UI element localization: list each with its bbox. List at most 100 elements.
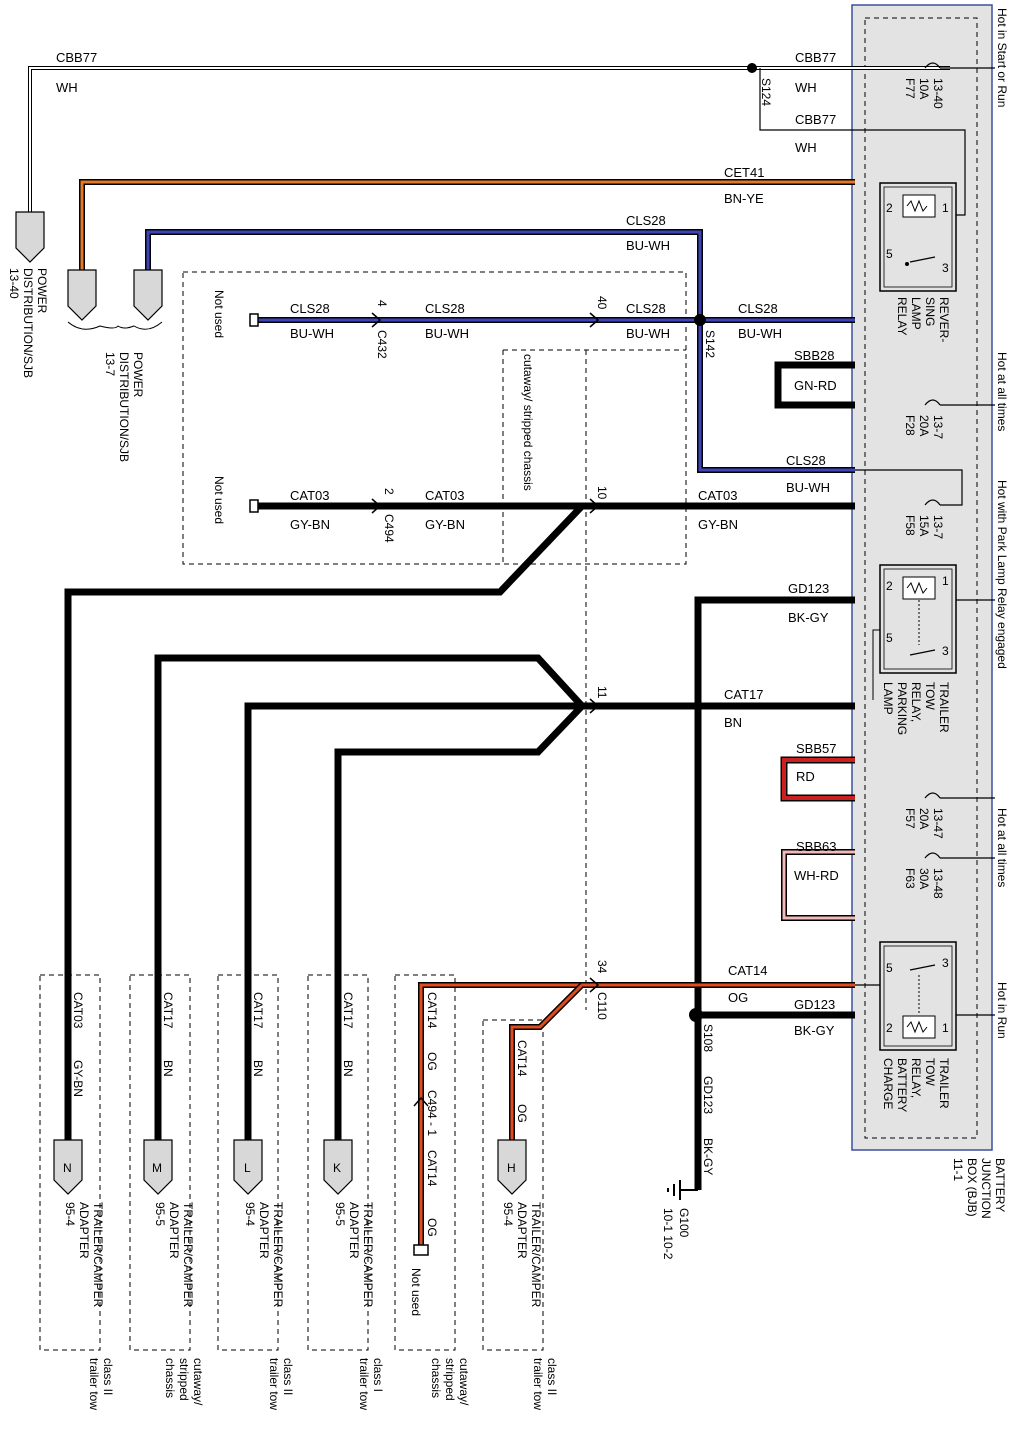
svg-text:SING: SING <box>923 297 937 326</box>
svg-text:95-5: 95-5 <box>153 1202 167 1226</box>
cat17-right-color: BN <box>724 715 742 730</box>
ground-refs: 10-1 10-2 <box>661 1208 675 1260</box>
cet41-circuit: CET41 <box>724 165 764 180</box>
svg-text:3: 3 <box>942 261 949 275</box>
svg-text:OG: OG <box>425 1218 439 1237</box>
svg-text:cutaway/: cutaway/ <box>457 1358 471 1406</box>
bottom-connector-not-used: CAT14 OG CAT14 OG Not used cutaway/ stri… <box>409 992 471 1406</box>
c110-label: C110 <box>595 992 609 1020</box>
cls28-right-circuit: CLS28 <box>738 301 778 316</box>
svg-text:RELAY: RELAY <box>895 297 909 335</box>
splice-s124-label: S124 <box>759 78 773 106</box>
svg-text:CHARGE: CHARGE <box>881 1058 895 1109</box>
svg-text:L: L <box>244 1161 251 1175</box>
cbb77-right2-color: WH <box>795 140 817 155</box>
cls28-not-used-end <box>249 313 259 327</box>
svg-text:PARKING: PARKING <box>895 682 909 735</box>
gd123-vertical-circuit: GD123 <box>701 1076 715 1114</box>
svg-text:OG: OG <box>425 1052 439 1071</box>
relay-reversing-lamp <box>879 182 957 292</box>
svg-text:RELAY,: RELAY, <box>909 1058 923 1098</box>
svg-text:2: 2 <box>886 201 893 215</box>
svg-text:TRAILER: TRAILER <box>937 682 951 733</box>
cat14-right-circuit: CAT14 <box>728 963 768 978</box>
cat03-right-color: GY-BN <box>698 517 738 532</box>
svg-text:K: K <box>333 1161 341 1175</box>
svg-text:CAT17: CAT17 <box>251 992 265 1029</box>
svg-text:13-40: 13-40 <box>7 268 21 299</box>
svg-text:REVER-: REVER- <box>937 297 951 342</box>
svg-text:TRAILER/CAMPER: TRAILER/CAMPER <box>91 1202 105 1308</box>
svg-text:class I: class I <box>371 1358 385 1392</box>
svg-text:CAT03: CAT03 <box>71 992 85 1029</box>
svg-text:3: 3 <box>942 956 949 970</box>
svg-text:trailer tow: trailer tow <box>357 1358 371 1410</box>
splice-s142-label: S142 <box>703 330 717 358</box>
svg-text:11-1: 11-1 <box>951 1158 965 1181</box>
cls28-top-circuit: CLS28 <box>626 213 666 228</box>
svg-text:cutaway/: cutaway/ <box>191 1358 205 1406</box>
svg-text:CAT14: CAT14 <box>425 1150 439 1187</box>
svg-text:TRAILER/CAMPER: TRAILER/CAMPER <box>271 1202 285 1308</box>
svg-text:N: N <box>63 1161 72 1175</box>
splice-s142-dot <box>694 314 706 326</box>
svg-text:M: M <box>152 1161 162 1175</box>
sbb63-circuit: SBB63 <box>796 839 836 854</box>
cat03-right-circuit: CAT03 <box>698 488 738 503</box>
splice-s108-dot <box>689 1008 703 1022</box>
cat03-mid-color: GY-BN <box>425 517 465 532</box>
gd123-bottom-circuit: GD123 <box>794 997 835 1012</box>
wire-sbb28 <box>774 361 855 409</box>
svg-text:ADAPTER: ADAPTER <box>77 1202 91 1259</box>
c494-top-label: C494 <box>382 514 396 543</box>
cls28-right-color: BU-WH <box>738 326 782 341</box>
svg-text:BN: BN <box>251 1060 265 1077</box>
wire-cbb77 <box>28 66 966 216</box>
svg-text:TOW: TOW <box>923 1058 937 1086</box>
svg-text:2: 2 <box>886 1021 893 1035</box>
svg-text:DISTRIBUTION/SJB: DISTRIBUTION/SJB <box>117 352 131 462</box>
svg-text:Hot at all times: Hot at all times <box>995 352 1009 431</box>
cls28-lower-circuit: CLS28 <box>786 453 826 468</box>
c432-label: C432 <box>375 330 389 359</box>
trailer-connectors <box>53 1139 527 1195</box>
bottom-dashed-boxes <box>39 974 544 1351</box>
cat03-mid-circuit: CAT03 <box>425 488 465 503</box>
svg-text:5: 5 <box>886 961 893 975</box>
ground-symbol <box>667 1180 698 1200</box>
sbb28-color: GN-RD <box>794 378 837 393</box>
c110-pin-11: 11 <box>595 686 609 699</box>
cet41-color: BN-YE <box>724 191 764 206</box>
svg-text:Not used: Not used <box>409 1268 423 1316</box>
svg-text:TRAILER/CAMPER: TRAILER/CAMPER <box>361 1202 375 1308</box>
cat14-not-used-end <box>413 1244 429 1256</box>
sbb57-circuit: SBB57 <box>796 741 836 756</box>
relay-pin-numbers: 2 1 5 3 2 1 5 3 5 3 2 1 <box>886 201 949 1035</box>
svg-text:POWER: POWER <box>131 352 145 398</box>
svg-text:ADAPTER: ADAPTER <box>167 1202 181 1259</box>
bjb-inner-dashed <box>864 17 978 1139</box>
sbb57-color: RD <box>796 769 815 784</box>
option-region-top <box>182 271 687 565</box>
svg-text:F57: F57 <box>903 808 917 829</box>
svg-text:trailer tow: trailer tow <box>267 1358 281 1410</box>
power-dist-brace <box>67 321 163 330</box>
svg-text:F28: F28 <box>903 415 917 436</box>
cls28-lower-color: BU-WH <box>786 480 830 495</box>
svg-text:1: 1 <box>942 1021 949 1035</box>
svg-text:CAT17: CAT17 <box>341 992 355 1029</box>
svg-text:Hot in Run: Hot in Run <box>995 982 1009 1039</box>
svg-text:chassis: chassis <box>163 1358 177 1398</box>
svg-text:Hot in Start or Run: Hot in Start or Run <box>995 8 1009 107</box>
svg-text:5: 5 <box>886 631 893 645</box>
cat03-left-circuit: CAT03 <box>290 488 330 503</box>
svg-text:JUNCTION: JUNCTION <box>979 1158 993 1219</box>
bottom-connector-M: CAT17 BN M TRAILER/CAMPER ADAPTER 95-5 c… <box>152 992 205 1406</box>
svg-text:F77: F77 <box>903 78 917 99</box>
svg-text:F63: F63 <box>903 868 917 889</box>
cls28-not-used-label: Not used <box>212 290 226 338</box>
svg-text:class II: class II <box>545 1358 559 1395</box>
svg-text:Hot at all times: Hot at all times <box>995 808 1009 887</box>
cls28-top-color: BU-WH <box>626 238 670 253</box>
gd123-bottom-color: BK-GY <box>794 1023 835 1038</box>
